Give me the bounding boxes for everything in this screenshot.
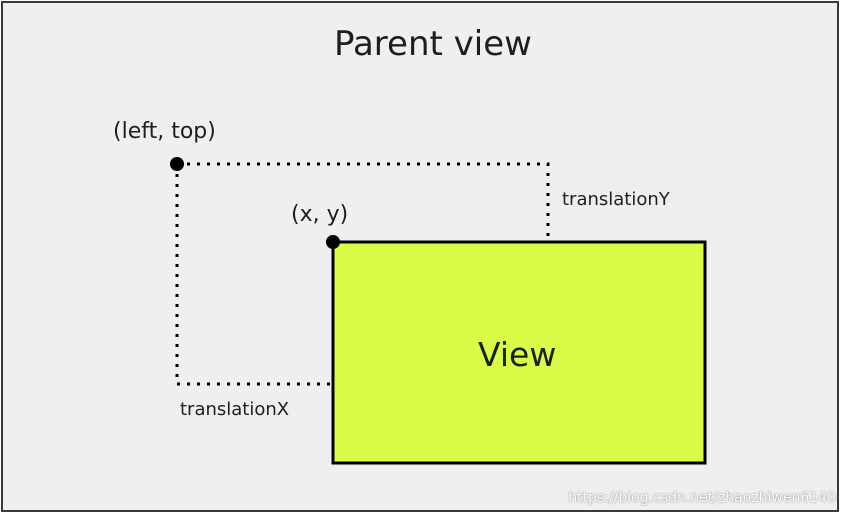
original-bounds-dotted-outline — [175, 162, 550, 386]
translation-y-label: translationY — [562, 189, 670, 210]
left-top-point — [170, 157, 184, 171]
xy-point — [326, 235, 340, 249]
translation-x-label: translationX — [180, 399, 290, 420]
left-top-label: (left, top) — [113, 119, 216, 144]
view-label: View — [478, 335, 557, 374]
watermark-text: https://blog.csdn.net/zhaozhiwen6140 — [568, 490, 836, 506]
xy-label: (x, y) — [291, 202, 349, 227]
parent-view-title: Parent view — [334, 24, 532, 64]
view-rectangle — [331, 240, 707, 465]
